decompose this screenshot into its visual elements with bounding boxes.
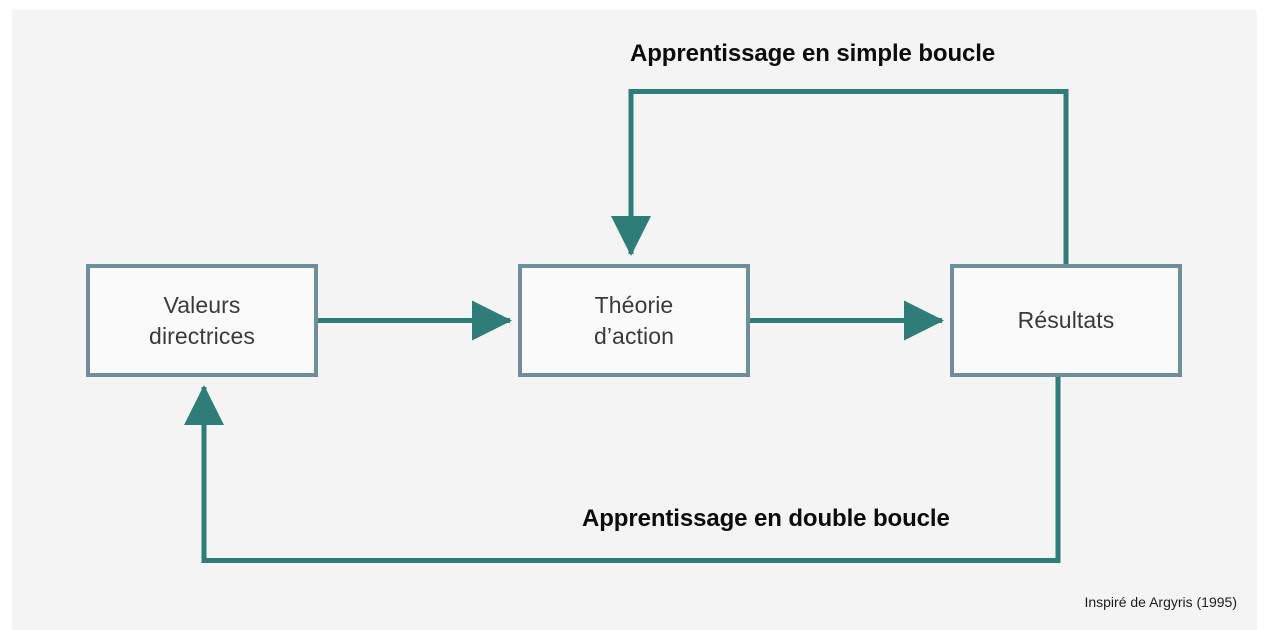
loop-label-simple-boucle: Apprentissage en simple boucle [630,40,996,67]
node-resultats[interactable]: Résultats [950,264,1182,377]
node-valeurs-directrices[interactable]: Valeurs directrices [86,264,318,377]
arrow-double-boucle [184,377,1061,563]
loop-label-double-boucle: Apprentissage en double boucle [582,505,950,532]
node-theorie-d-action[interactable]: Théorie d’action [518,264,750,377]
arrow-layer [184,89,1069,563]
source-caption: Inspiré de Argyris (1995) [1084,594,1237,610]
diagram-canvas: Valeurs directrices Théorie d’action Rés… [12,10,1257,630]
arrow-simple-boucle [611,89,1069,264]
